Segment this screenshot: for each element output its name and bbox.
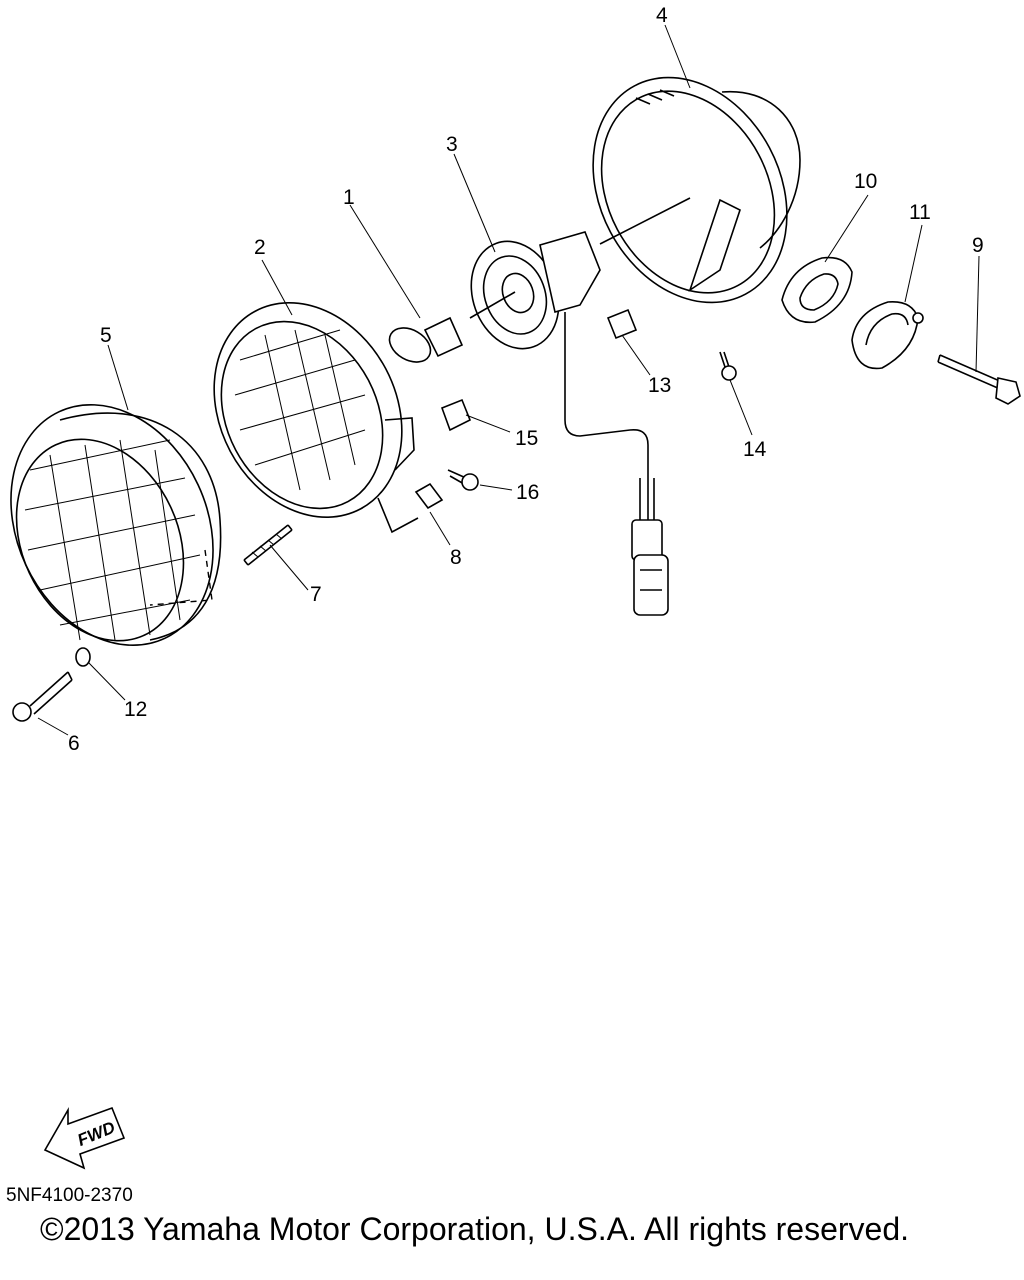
- callout-11: 11: [909, 201, 931, 224]
- grommet-part-10: [781, 256, 853, 324]
- fwd-arrow-icon: FWD: [43, 1106, 126, 1170]
- callout-5: 5: [100, 324, 112, 347]
- socket-part-3: [469, 231, 601, 350]
- callout-12: 12: [124, 698, 147, 721]
- callout-4: 4: [656, 4, 668, 27]
- callout-3: 3: [446, 133, 458, 156]
- callout-8: 8: [450, 546, 462, 569]
- cap-part-11: [851, 301, 924, 370]
- headlight-lens-part-2: [213, 302, 419, 534]
- bulb-part-1: [388, 316, 464, 363]
- nut-part-8: [414, 482, 444, 510]
- callout-14: 14: [743, 438, 767, 461]
- washer-part-12: [75, 647, 91, 667]
- headlight-housing-part-4: [592, 76, 801, 304]
- bolt-part-9: [937, 354, 1021, 405]
- callout-9: 9: [972, 234, 984, 257]
- headlight-rim-grille-part-5: [10, 404, 222, 646]
- callout-10: 10: [854, 170, 877, 193]
- wire-harness: [564, 312, 669, 616]
- callout-13: 13: [648, 374, 671, 397]
- spring-part-7: [243, 524, 293, 566]
- leader-lines: [37, 24, 980, 736]
- screw-part-6: [12, 671, 73, 722]
- callout-16: 16: [516, 481, 539, 504]
- nut-part-15: [440, 398, 472, 432]
- callout-6: 6: [68, 732, 80, 755]
- copyright-notice: ©2013 Yamaha Motor Corporation, U.S.A. A…: [40, 1211, 909, 1247]
- callout-labels: 4 3 10 1 11 2 9 5 13 15 14 16 8 7 12 6: [68, 4, 984, 755]
- callout-7: 7: [310, 583, 322, 606]
- diagram-part-code: 5NF4100-2370: [6, 1185, 133, 1206]
- nut-part-13: [606, 308, 638, 340]
- screw-part-14: [719, 351, 737, 381]
- callout-15: 15: [515, 427, 538, 450]
- screw-part-16: [447, 469, 479, 491]
- callout-1: 1: [343, 186, 355, 209]
- callout-2: 2: [254, 236, 266, 259]
